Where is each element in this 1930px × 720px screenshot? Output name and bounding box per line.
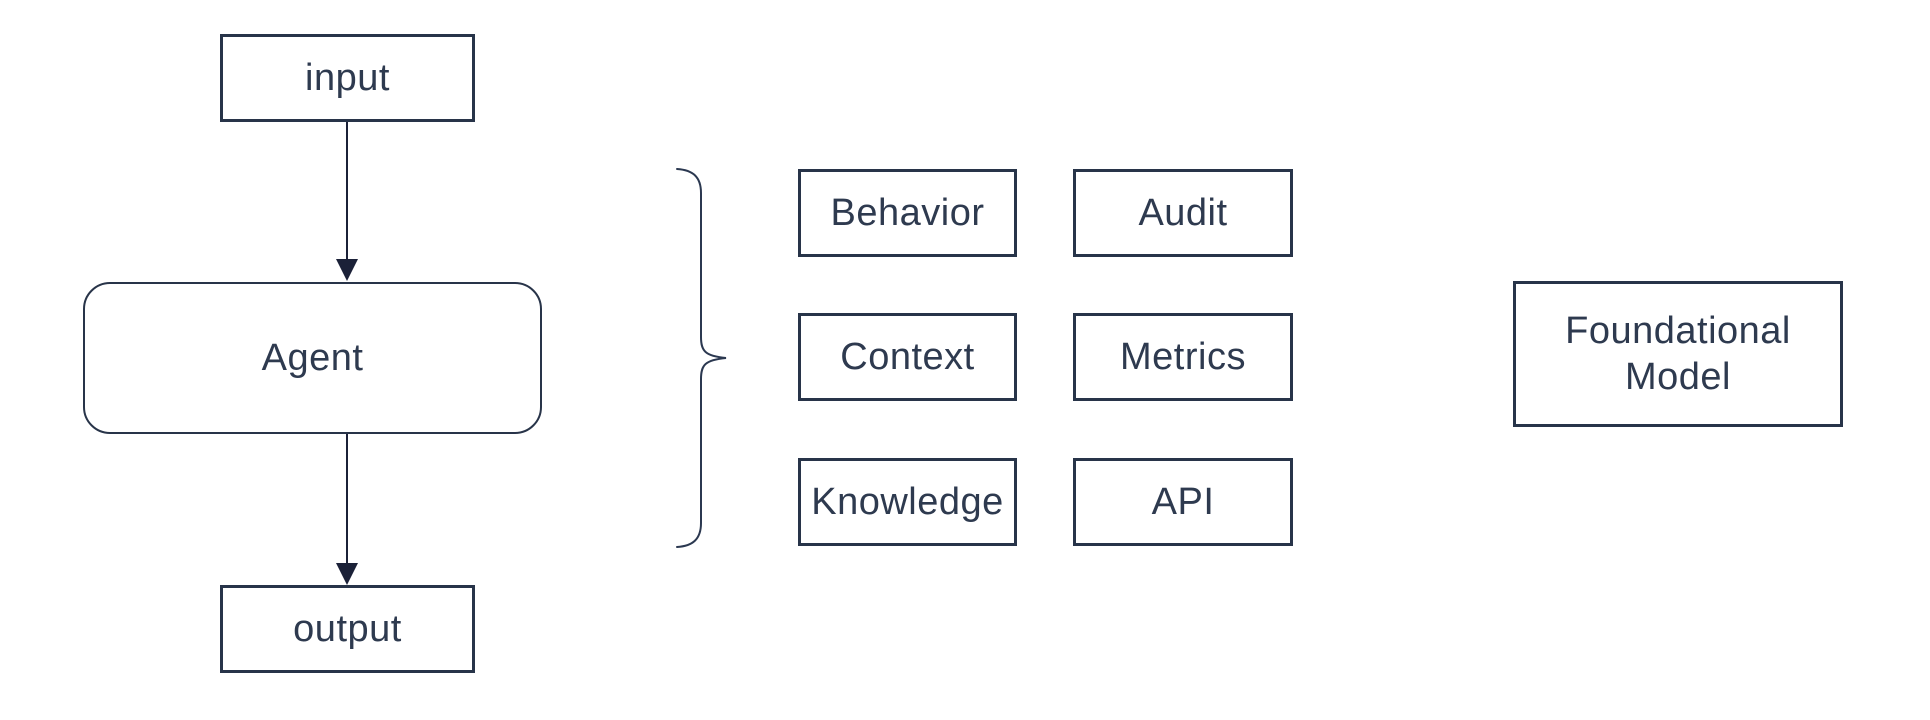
output-label: output bbox=[293, 607, 402, 650]
metrics-label: Metrics bbox=[1120, 335, 1246, 378]
behavior-box: Behavior bbox=[798, 169, 1017, 257]
agent-label: Agent bbox=[261, 336, 364, 379]
arrow-input-to-agent bbox=[336, 122, 358, 281]
arrow-agent-to-output bbox=[336, 434, 358, 585]
context-box: Context bbox=[798, 313, 1017, 401]
foundational-model-label: Foundational Model bbox=[1565, 309, 1791, 398]
api-box: API bbox=[1073, 458, 1293, 546]
behavior-label: Behavior bbox=[830, 191, 985, 234]
audit-box: Audit bbox=[1073, 169, 1293, 257]
audit-label: Audit bbox=[1138, 191, 1228, 234]
knowledge-label: Knowledge bbox=[811, 480, 1004, 523]
curly-brace-icon bbox=[676, 168, 727, 548]
input-label: input bbox=[305, 56, 390, 99]
knowledge-box: Knowledge bbox=[798, 458, 1017, 546]
input-box: input bbox=[220, 34, 475, 122]
output-box: output bbox=[220, 585, 475, 673]
context-label: Context bbox=[840, 335, 975, 378]
arrow-down-icon bbox=[336, 563, 358, 585]
agent-box: Agent bbox=[83, 282, 542, 434]
metrics-box: Metrics bbox=[1073, 313, 1293, 401]
arrow-down-icon bbox=[336, 259, 358, 281]
api-label: API bbox=[1151, 480, 1215, 523]
foundational-model-box: Foundational Model bbox=[1513, 281, 1843, 427]
